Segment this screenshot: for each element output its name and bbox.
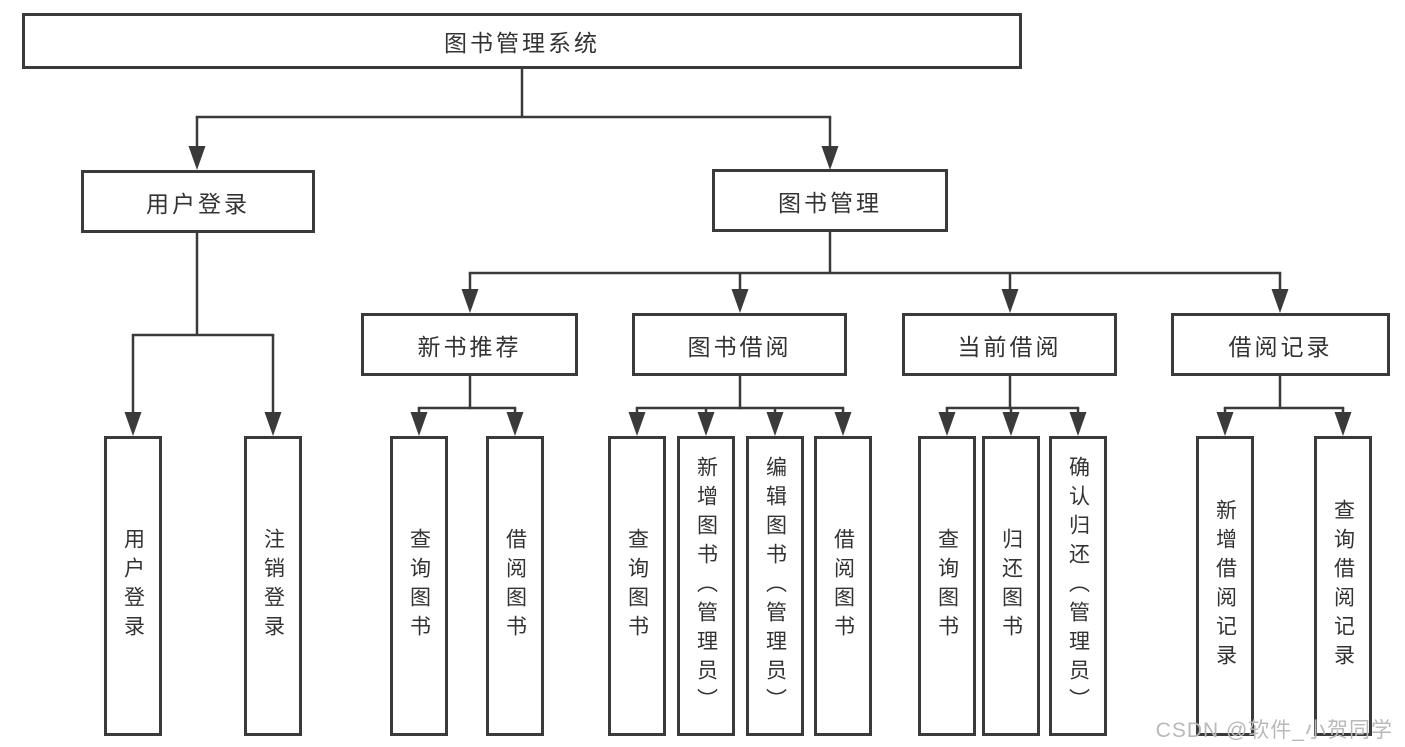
csdn-watermark: CSDN @软件_小贺同学 — [1155, 719, 1393, 742]
node-label: 归还图书 — [999, 528, 1023, 644]
node-label: 借阅图书 — [503, 528, 527, 644]
leaf-bb-query-books: 查询图书 — [608, 436, 666, 736]
node-label: 用户登录 — [146, 190, 250, 217]
leaf-br-add-record: 新增借阅记录 — [1196, 436, 1254, 736]
node-user-login: 用户登录 — [81, 170, 315, 233]
leaf-bb-borrow-books: 借阅图书 — [814, 436, 872, 736]
leaf-user-login: 用户登录 — [104, 436, 162, 736]
leaf-bb-edit-book-admin: 编辑图书（管理员） — [746, 436, 804, 736]
node-label: 图书管理系统 — [444, 30, 600, 56]
node-library-management-system: 图书管理系统 — [22, 13, 1022, 69]
node-book-management: 图书管理 — [712, 169, 948, 232]
leaf-nbr-query-books: 查询图书 — [390, 436, 448, 736]
node-label: 用户登录 — [121, 528, 145, 644]
node-label: 新增借阅记录 — [1213, 499, 1237, 673]
node-label: 新书推荐 — [417, 333, 522, 360]
node-label: 新增图书（管理员） — [694, 455, 718, 717]
node-borrow-records: 借阅记录 — [1171, 313, 1390, 376]
node-book-borrowing: 图书借阅 — [632, 313, 847, 376]
node-label: 当前借阅 — [957, 333, 1062, 360]
node-label: 借阅图书 — [831, 528, 855, 644]
leaf-nbr-borrow-books: 借阅图书 — [486, 436, 544, 736]
leaf-logout: 注销登录 — [244, 436, 302, 736]
node-label: 注销登录 — [261, 528, 285, 644]
node-new-book-recommend: 新书推荐 — [361, 313, 578, 376]
leaf-cb-return-books: 归还图书 — [982, 436, 1040, 736]
arrowheads — [124, 146, 1352, 436]
node-label: 编辑图书（管理员） — [763, 455, 787, 717]
leaf-cb-query-books: 查询图书 — [918, 436, 976, 736]
leaf-bb-add-book-admin: 新增图书（管理员） — [677, 436, 735, 736]
node-label: 借阅记录 — [1228, 333, 1333, 360]
node-label: 查询图书 — [625, 528, 649, 644]
leaf-br-query-record: 查询借阅记录 — [1314, 436, 1372, 736]
node-label: 确认归还（管理员） — [1066, 455, 1090, 717]
node-current-borrowing: 当前借阅 — [902, 313, 1117, 376]
node-label: 图书管理 — [778, 189, 882, 216]
node-label: 查询借阅记录 — [1331, 499, 1355, 673]
leaf-cb-confirm-return-admin: 确认归还（管理员） — [1049, 436, 1107, 736]
node-label: 图书借阅 — [687, 333, 792, 360]
node-label: 查询图书 — [935, 528, 959, 644]
node-label: 查询图书 — [407, 528, 431, 644]
